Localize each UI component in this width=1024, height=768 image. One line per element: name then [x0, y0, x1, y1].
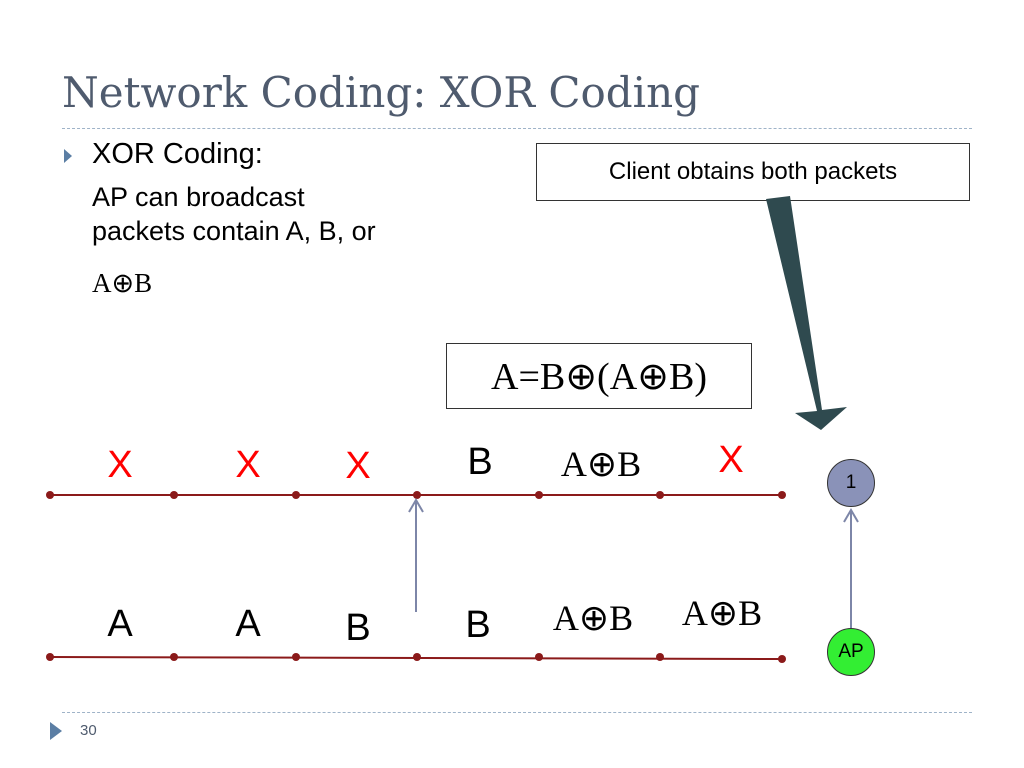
bottom-dot: [292, 653, 300, 661]
bottom-timeline-dots: [46, 653, 786, 663]
bottom-label: B: [465, 604, 491, 646]
client-node: 1: [827, 459, 875, 507]
bottom-label: A⊕B: [552, 598, 634, 638]
bullet-arrow-icon: [64, 149, 72, 163]
bottom-label: A: [235, 603, 261, 645]
title-divider: [62, 128, 972, 129]
top-timeline-dots: [46, 491, 786, 499]
top-label: X: [235, 444, 261, 486]
bottom-dot: [535, 653, 543, 661]
top-label: X: [345, 445, 371, 487]
bottom-dot: [46, 653, 54, 661]
timeline-link-arrowhead: [408, 498, 424, 513]
top-dot: [413, 491, 421, 499]
top-dot: [656, 491, 664, 499]
top-dot: [292, 491, 300, 499]
slide-title: Network Coding: XOR Coding: [62, 68, 701, 117]
top-label: A⊕B: [560, 444, 642, 484]
page-number: 30: [80, 722, 97, 739]
bottom-dot: [170, 653, 178, 661]
bottom-label: A⊕B: [681, 593, 763, 633]
bottom-dot: [778, 655, 786, 663]
top-label: X: [107, 444, 133, 486]
top-dot: [170, 491, 178, 499]
top-dot: [46, 491, 54, 499]
bullet-line-1: AP can broadcast: [92, 182, 305, 212]
bottom-label: B: [345, 607, 371, 649]
bottom-dot: [656, 653, 664, 661]
ap-node: AP: [827, 628, 875, 676]
bottom-dot: [413, 653, 421, 661]
bullet-formula: A⊕B: [92, 268, 153, 298]
callout-box: Client obtains both packets: [536, 143, 970, 201]
equation-box: A=B⊕(A⊕B): [446, 343, 752, 409]
bottom-label: A: [107, 603, 133, 645]
bullet-line-2: packets contain A, B, or: [92, 216, 376, 246]
top-label: X: [718, 439, 744, 481]
footer-arrow-icon: [50, 722, 62, 740]
top-label: B: [467, 441, 493, 483]
footer-divider: [62, 712, 972, 713]
top-dot: [778, 491, 786, 499]
callout-arrow: [766, 196, 847, 430]
ap-to-client-arrowhead: [843, 508, 859, 523]
bullet-heading: XOR Coding:: [92, 138, 263, 170]
top-dot: [535, 491, 543, 499]
